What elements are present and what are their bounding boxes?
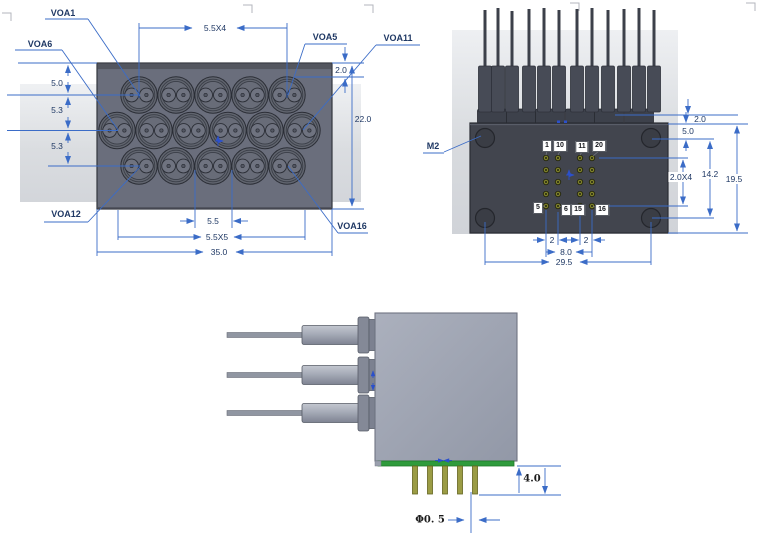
dim-front-top-edge: 2.0 [335, 65, 347, 75]
pcb [377, 460, 515, 467]
dim-back-height: 19.5 [724, 174, 744, 184]
pin-number-10: 10 [553, 140, 567, 152]
dim-front-row-pitch-a: 5.3 [51, 105, 63, 115]
dim-back-hole-span-h: 29.5 [555, 257, 573, 267]
mounting-holes [474, 127, 662, 229]
pin-number-15: 15 [571, 204, 585, 216]
pin-grid [542, 154, 596, 210]
pin-number-20: 20 [592, 140, 606, 152]
dim-back-boot-edge: 2.0 [694, 114, 706, 124]
pcb-gray-tab [374, 460, 382, 467]
dim-front-row1-offset: 5.0 [51, 78, 63, 88]
label-voa16: VOA16 [337, 221, 367, 231]
dim-front-height: 22.0 [354, 114, 372, 124]
fiber-pigtails [478, 8, 661, 113]
pin-number-11: 11 [575, 141, 589, 153]
boot-seam-mark-b [564, 120, 567, 123]
dim-back-pin-gap-r: 2 [583, 235, 589, 245]
dim-back-pin-gap-l: 2 [549, 235, 555, 245]
label-m2: M2 [426, 141, 440, 151]
dimension-lines [7, 18, 748, 533]
back-origin-marker [566, 169, 575, 180]
dim-back-pin-pitch: 2.0X4 [668, 172, 694, 182]
dim-back-hole-span-v: 14.2 [700, 169, 720, 179]
side-view [226, 312, 518, 495]
label-voa1: VOA1 [50, 8, 76, 18]
front-lens-array [98, 76, 321, 185]
side-body [374, 312, 518, 462]
front-view [96, 62, 333, 210]
front-left-band [20, 84, 97, 202]
dim-back-pin-span: 8.0 [560, 247, 572, 257]
boot-seam-mark-a [557, 120, 560, 123]
front-housing-top-chamfer [97, 63, 332, 70]
label-voa5: VOA5 [312, 32, 338, 42]
dim-side-pin-length: 4.0 [523, 473, 541, 485]
label-voa11: VOA11 [383, 33, 413, 43]
side-pin-row [412, 465, 478, 495]
dim-side-pin-diameter: Φ0. 5 [415, 514, 445, 526]
dim-front-row-pitch-b: 5.3 [51, 141, 63, 151]
dim-front-bottom-span: 5.5X5 [205, 232, 229, 242]
page-corner-marks [2, 2, 756, 21]
dim-front-width: 35.0 [210, 247, 228, 257]
side-pigtails [226, 316, 377, 432]
front-right-band [332, 84, 361, 202]
dim-front-top-pitch: 5.5X4 [203, 23, 227, 33]
pin-number-1: 1 [542, 140, 552, 152]
front-origin-marker [215, 135, 224, 146]
dim-back-hole-offset: 5.0 [680, 126, 696, 136]
side-edge-markers [370, 370, 452, 463]
pin-number-5: 5 [533, 202, 543, 214]
pin-number-16: 16 [595, 204, 609, 216]
mounting-hole-top-left [474, 127, 496, 149]
pin-number-6: 6 [561, 204, 571, 216]
dim-front-bottom-pitch: 5.5 [207, 216, 219, 226]
label-voa6: VOA6 [27, 39, 53, 49]
label-voa12: VOA12 [51, 209, 81, 219]
mounting-hole-top-right [640, 127, 662, 149]
